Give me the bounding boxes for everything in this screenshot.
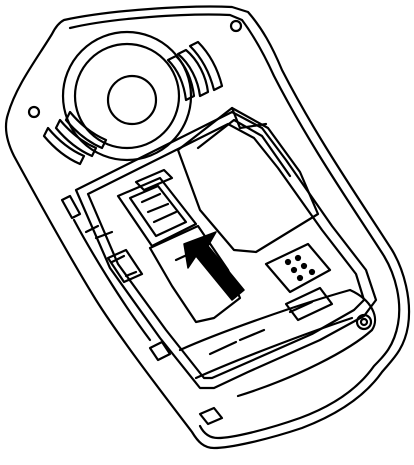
screw-hole-icon (229, 19, 243, 33)
phone-body-outline (4, 5, 411, 450)
side-buttons (60, 194, 172, 362)
battery-compartment (74, 110, 378, 390)
bottom-tab (198, 406, 224, 426)
speaker-grille-right (166, 40, 224, 102)
screw-hole-icon (27, 105, 41, 119)
phone-body-inner-edge (68, 13, 401, 440)
bottom-bezel (178, 288, 377, 398)
connector-block (284, 286, 334, 322)
battery-block (176, 106, 320, 254)
camera-lens-icon (61, 30, 193, 162)
arrow-icon (183, 231, 245, 301)
speaker-grille-left (42, 110, 108, 166)
sim-slot (148, 224, 242, 324)
memory-card-slot (264, 242, 332, 294)
battery-compartment-inner (86, 122, 366, 380)
sim-card-icon (116, 168, 198, 248)
